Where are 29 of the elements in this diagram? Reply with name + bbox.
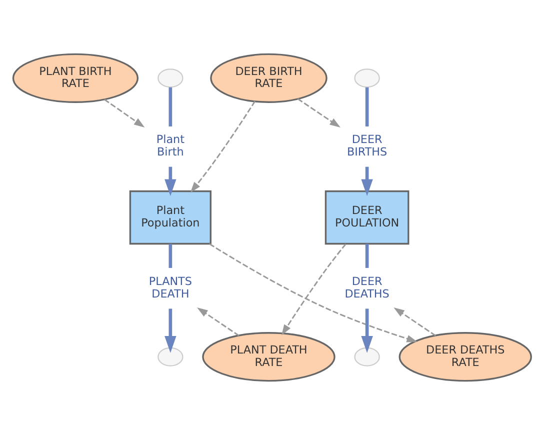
node-ellipse: PLANT BIRTH RATE (12, 52, 139, 102)
node-cloud (158, 68, 184, 88)
node-cloud (354, 68, 380, 88)
arrow (361, 308, 373, 352)
node-ellipse: DEER DEATHS RATE (398, 332, 532, 382)
connector (168, 86, 172, 126)
node-ellipse: DEER BIRTH RATE (210, 52, 328, 102)
arrow (394, 306, 436, 336)
arrow (361, 166, 373, 196)
connector (168, 243, 172, 268)
node-text: DEER DEATHS (344, 274, 390, 300)
arrow (164, 166, 176, 196)
arrow (297, 98, 340, 128)
arrow (197, 306, 240, 336)
arrow (209, 242, 418, 342)
connector (365, 243, 369, 268)
node-cloud (354, 346, 380, 366)
arrow (282, 243, 346, 335)
node-ellipse: PLANT DEATH RATE (202, 332, 336, 382)
node-text: PLANTS DEATH (148, 274, 192, 300)
arrow (190, 100, 256, 192)
arrow (104, 98, 145, 128)
connector (365, 86, 369, 126)
node-text: DEER BIRTHS (346, 132, 388, 158)
node-cloud (158, 346, 184, 366)
node-box: DEER POULATION (324, 190, 410, 244)
arrow (164, 308, 176, 352)
node-text: Plant Birth (156, 132, 184, 158)
node-box: Plant Population (129, 190, 212, 244)
